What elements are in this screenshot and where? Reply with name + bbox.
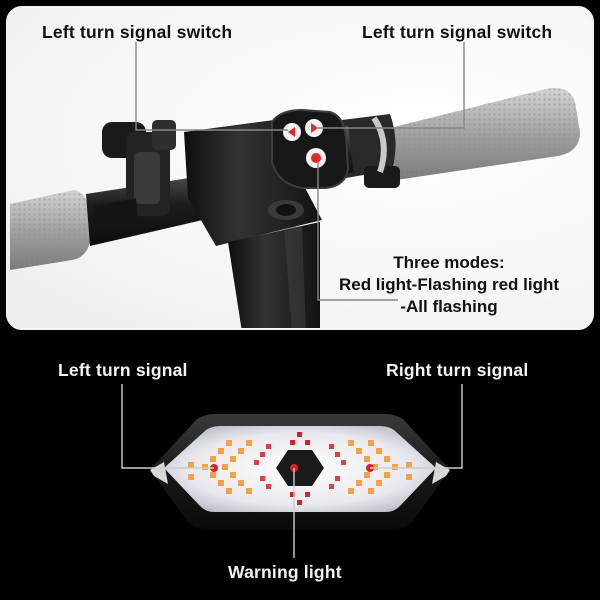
right-arrow-icon bbox=[311, 123, 318, 133]
mode-dot-icon bbox=[311, 153, 321, 163]
left-turn-signal-leds bbox=[188, 440, 252, 494]
right-switch-callout-line bbox=[316, 42, 465, 129]
modes-heading: Three modes: bbox=[393, 253, 505, 272]
right-turn-signal-label: Right turn signal bbox=[386, 360, 529, 380]
turn-signal-switch bbox=[271, 108, 350, 189]
left-turn-signal-label: Left turn signal bbox=[58, 360, 188, 380]
left-arrow-icon bbox=[288, 127, 295, 137]
callout-lines bbox=[135, 42, 465, 301]
tail-light-scene bbox=[121, 384, 463, 558]
warning-light bbox=[276, 432, 324, 505]
right-turn-signal-leds bbox=[348, 440, 412, 494]
warning-light-label: Warning light bbox=[228, 562, 342, 582]
modes-description: Three modes: Red light-Flashing red ligh… bbox=[318, 252, 580, 318]
left-grip bbox=[10, 190, 90, 270]
throttle-housing bbox=[342, 114, 400, 188]
left-switch-callout-line bbox=[135, 42, 288, 131]
left-turn-callout-line bbox=[121, 384, 214, 469]
mode-button[interactable] bbox=[306, 148, 326, 168]
tail-callout-lines bbox=[121, 384, 463, 558]
right-arrow-button[interactable] bbox=[305, 119, 323, 137]
brake-lever-assembly bbox=[94, 120, 176, 228]
right-grip bbox=[382, 87, 580, 180]
handlebar-scene bbox=[10, 42, 580, 328]
modes-line-1: Red light-Flashing red light bbox=[338, 275, 560, 294]
right-switch-label: Left turn signal switch bbox=[362, 22, 553, 42]
red-side-leds bbox=[254, 444, 346, 489]
modes-line-2: -All flashing bbox=[400, 297, 498, 316]
left-arrow-button[interactable] bbox=[283, 123, 301, 141]
handlebar-panel: Left turn signal switch Left turn signal… bbox=[6, 6, 594, 330]
left-switch-label: Left turn signal switch bbox=[42, 22, 233, 42]
right-turn-callout-line bbox=[370, 384, 463, 469]
mode-callout-line bbox=[317, 162, 398, 301]
